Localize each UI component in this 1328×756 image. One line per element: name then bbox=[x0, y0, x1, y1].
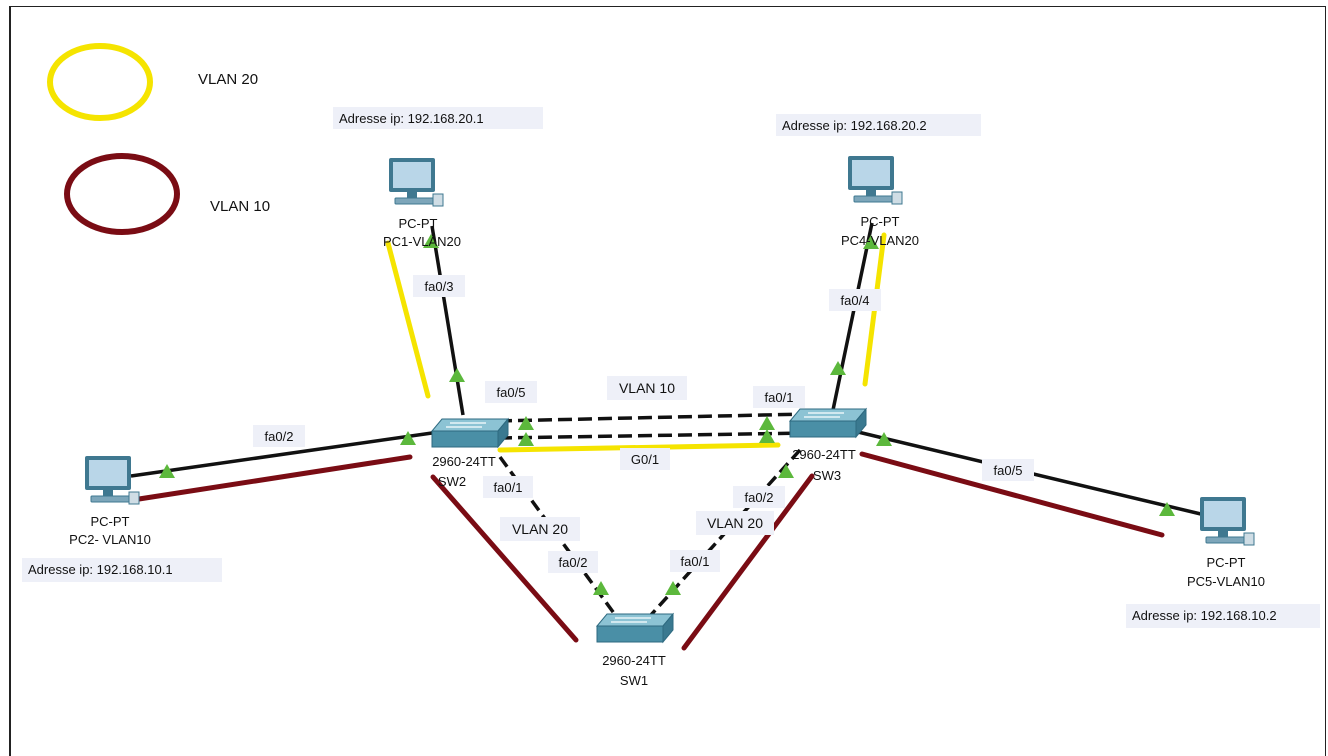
pc2-ip: Adresse ip: 192.168.10.1 bbox=[28, 562, 173, 577]
pc4-type: PC-PT bbox=[861, 214, 900, 229]
pc1-type: PC-PT bbox=[399, 216, 438, 231]
port-label-pc2-sw2: fa0/2 bbox=[265, 429, 294, 444]
port-up-indicator bbox=[759, 429, 775, 443]
pc1-ip: Adresse ip: 192.168.20.1 bbox=[339, 111, 484, 126]
link-label-sw2-sw1: VLAN 20 bbox=[512, 521, 568, 537]
legend-vlan10-label: VLAN 10 bbox=[210, 198, 270, 215]
switch-icon[interactable] bbox=[789, 408, 867, 438]
link-label-sw3-sw1: VLAN 20 bbox=[707, 515, 763, 531]
pc1-name: PC1-VLAN20 bbox=[383, 234, 461, 249]
vlan10-path-sw3-sw1 bbox=[681, 473, 815, 651]
pc4-ip: Adresse ip: 192.168.20.2 bbox=[782, 118, 927, 133]
legend-vlan20-ring bbox=[47, 43, 153, 121]
link-label-sw2-sw3: VLAN 10 bbox=[619, 380, 675, 396]
pc-icon[interactable] bbox=[847, 155, 903, 205]
pc5-ip-box bbox=[1126, 604, 1320, 628]
port-label-sw2-sw3-b: G0/1 bbox=[631, 452, 659, 467]
port-up-indicator bbox=[518, 416, 534, 430]
port-label-sw1-sw3: fa0/1 bbox=[681, 554, 710, 569]
switch-icon[interactable] bbox=[596, 613, 674, 643]
port-label-sw2-sw1: fa0/1 bbox=[494, 480, 523, 495]
pc4-ip-box bbox=[776, 114, 981, 136]
diagram-frame bbox=[9, 6, 1326, 756]
vlan10-overlays bbox=[136, 451, 1165, 651]
pc2-ip-box bbox=[22, 558, 222, 582]
sw1-device[interactable]: 2960-24TT SW1 bbox=[596, 613, 674, 688]
link-sw2-sw3-b[interactable] bbox=[497, 431, 809, 440]
port-label-sw3-trunk-a: fa0/1 bbox=[765, 390, 794, 405]
link-pc4-sw3[interactable] bbox=[831, 222, 874, 411]
sw3-model: 2960-24TT bbox=[792, 447, 856, 462]
physical-links bbox=[130, 222, 1206, 618]
sw2-model: 2960-24TT bbox=[432, 454, 496, 469]
sw2-name: SW2 bbox=[438, 474, 466, 489]
link-sw2-sw3-a[interactable] bbox=[497, 412, 809, 423]
pc5-device[interactable]: PC-PT PC5-VLAN10 Adresse ip: 192.168.10.… bbox=[1126, 496, 1320, 628]
port-labels: fa0/3 fa0/4 fa0/2 fa0/5 fa0/5 fa0/1 G0/1… bbox=[253, 275, 1034, 573]
pc5-type: PC-PT bbox=[1207, 555, 1246, 570]
pc1-ip-box bbox=[333, 107, 543, 129]
pc-icon[interactable] bbox=[1199, 496, 1255, 546]
port-label-sw2-trunk-a: fa0/5 bbox=[497, 385, 526, 400]
sw3-name: SW3 bbox=[813, 468, 841, 483]
vlan10-path-pc2 bbox=[136, 454, 413, 502]
pc5-name: PC5-VLAN10 bbox=[1187, 574, 1265, 589]
sw3-device[interactable]: 2960-24TT SW3 bbox=[789, 408, 867, 483]
switch-icon[interactable] bbox=[431, 418, 509, 448]
vlan20-path-pc1 bbox=[385, 240, 431, 399]
legend-vlan10-ring bbox=[64, 153, 180, 235]
port-up-indicator bbox=[449, 368, 465, 382]
vlan20-path-trunk bbox=[497, 442, 781, 453]
port-indicators bbox=[159, 234, 1175, 595]
link-pc2-sw2[interactable] bbox=[130, 431, 433, 478]
pc4-name: PC4-VLAN20 bbox=[841, 233, 919, 248]
pc-icon[interactable] bbox=[388, 157, 444, 207]
sw1-model: 2960-24TT bbox=[602, 653, 666, 668]
legend-vlan20-label: VLAN 20 bbox=[198, 71, 258, 88]
port-up-indicator bbox=[759, 416, 775, 430]
pc1-device[interactable]: PC-PT PC1-VLAN20 Adresse ip: 192.168.20.… bbox=[333, 107, 543, 249]
vlan10-path-sw2-sw1 bbox=[430, 474, 579, 643]
pc4-device[interactable]: PC-PT PC4-VLAN20 Adresse ip: 192.168.20.… bbox=[776, 114, 981, 248]
link-vlan-labels: VLAN 10 VLAN 20 VLAN 20 bbox=[500, 376, 774, 541]
vlan10-path-pc5 bbox=[859, 451, 1165, 538]
port-label-sw1-sw2: fa0/2 bbox=[559, 555, 588, 570]
port-label-pc4-sw3: fa0/4 bbox=[841, 293, 870, 308]
sw2-device[interactable]: 2960-24TT SW2 bbox=[431, 418, 509, 489]
pc-icon[interactable] bbox=[84, 455, 140, 505]
port-label-sw3-sw1: fa0/2 bbox=[745, 490, 774, 505]
pc5-ip: Adresse ip: 192.168.10.2 bbox=[1132, 608, 1277, 623]
port-label-pc1-sw2: fa0/3 bbox=[425, 279, 454, 294]
pc2-name: PC2- VLAN10 bbox=[69, 532, 151, 547]
port-label-sw3-pc5: fa0/5 bbox=[994, 463, 1023, 478]
sw1-name: SW1 bbox=[620, 673, 648, 688]
pc2-device[interactable]: PC-PT PC2- VLAN10 Adresse ip: 192.168.10… bbox=[22, 455, 222, 582]
link-pc1-sw2[interactable] bbox=[430, 225, 465, 416]
pc2-type: PC-PT bbox=[91, 514, 130, 529]
